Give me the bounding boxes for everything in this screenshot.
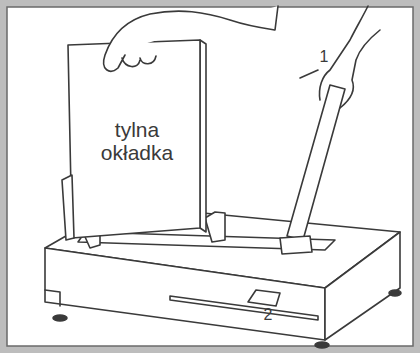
leader-line <box>300 70 318 78</box>
machine-foot <box>315 342 329 348</box>
machine-front <box>45 248 325 340</box>
hand-left <box>104 6 278 71</box>
handle-base <box>280 236 312 254</box>
machine-notch <box>45 290 60 306</box>
callout-number: 2 <box>258 306 278 324</box>
front-slot <box>170 296 318 320</box>
handle-bar <box>287 85 345 240</box>
back-cover <box>68 40 200 238</box>
callout-number: 1 <box>314 48 334 66</box>
cover-edge <box>200 40 206 232</box>
guide-post <box>205 212 225 242</box>
machine-side <box>325 232 400 340</box>
hand-right <box>319 6 380 108</box>
adjust-lever <box>248 290 280 306</box>
machine-foot <box>389 290 401 296</box>
inner-frame <box>7 7 413 346</box>
cover-stack <box>62 175 74 240</box>
machine-foot <box>53 315 67 321</box>
cover-label: tylna okładka <box>82 118 192 164</box>
